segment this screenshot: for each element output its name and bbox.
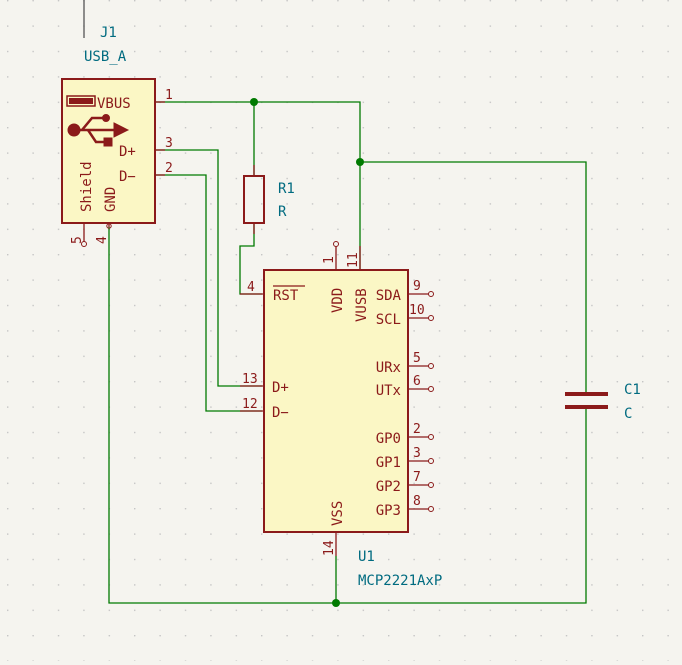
u1-pin-urx-name: URx	[376, 360, 401, 376]
j1-pin-dminus-name: D−	[119, 169, 136, 185]
junction-gnd	[332, 599, 340, 607]
u1-pin-dplus-num: 13	[242, 372, 258, 387]
j1-pin-shield-name: Shield	[79, 161, 95, 212]
j1-value: USB_A	[84, 49, 127, 65]
u1-pin-vusb-num: 11	[346, 252, 361, 268]
j1-pin-vbus-name: VBUS	[97, 96, 131, 112]
u1-body	[263, 269, 409, 533]
u1-pin-scl-num: 10	[409, 303, 425, 318]
wire-dminus[interactable]	[155, 174, 262, 412]
r1-body	[243, 175, 265, 224]
j1-pin-vbus-num: 1	[165, 88, 173, 103]
u1-pin-utx-name: UTx	[376, 383, 401, 399]
j1-pin-shield-num: 5	[70, 236, 85, 244]
j1-pin-gnd-name: GND	[103, 187, 119, 212]
u1-pin-rst-name: RST	[273, 288, 299, 304]
j1-pin-gnd-num: 4	[95, 236, 110, 244]
u1-pin-gp0-name: GP0	[376, 431, 401, 447]
u1-pin-urx-num: 5	[413, 351, 421, 366]
r1-reference: R1	[278, 181, 295, 197]
u1-value: MCP2221AxP	[358, 573, 442, 589]
u1-pin-vusb-name: VUSB	[354, 288, 370, 322]
u1-pin-gp0-num: 2	[413, 422, 421, 437]
u1-pin-scl-name: SCL	[376, 312, 401, 328]
j1-pin-dminus-num: 2	[165, 161, 173, 176]
u1-right-pin-stubs	[408, 291, 434, 512]
c1-value: C	[624, 406, 632, 422]
u1-pin-vdd-name: VDD	[330, 288, 346, 313]
junction-vusb	[356, 158, 364, 166]
wire-vbus[interactable]	[155, 101, 361, 270]
wire-vusb-to-c1[interactable]	[360, 161, 587, 392]
j1-reference: J1	[100, 25, 117, 41]
j1-pin-dplus-num: 3	[165, 136, 173, 151]
u1-pin-gp2-name: GP2	[376, 479, 401, 495]
resistor-r1[interactable]: R1 R	[243, 165, 295, 234]
u1-pin-gp3-name: GP3	[376, 503, 401, 519]
u1-pin-rst-num: 4	[247, 280, 255, 295]
u1-pin-vdd-num: 1	[322, 256, 337, 264]
u1-pin-gp3-num: 8	[413, 494, 421, 509]
u1-pin-sda-num: 9	[413, 279, 421, 294]
u1-pin-sda-name: SDA	[376, 288, 402, 304]
c1-reference: C1	[624, 382, 641, 398]
u1-pin-gp2-num: 7	[413, 470, 421, 485]
ic-u1[interactable]: RST 4 D+ 13 D− 12 VDD 1 VUSB 11 VSS 14 S…	[240, 241, 442, 590]
u1-pin-gp1-name: GP1	[376, 455, 401, 471]
junction-vbus	[250, 98, 258, 106]
u1-pin-utx-num: 6	[413, 374, 421, 389]
usb-socket-icon	[66, 95, 96, 107]
wires	[83, 0, 587, 604]
r1-value: R	[278, 204, 287, 220]
u1-pin-dminus-name: D−	[272, 405, 289, 421]
j1-pin-dplus-name: D+	[119, 144, 136, 160]
u1-pin-dminus-num: 12	[242, 397, 258, 412]
u1-pin-gp1-num: 3	[413, 446, 421, 461]
wire-gnd[interactable]	[108, 227, 587, 604]
connector-j1[interactable]: VBUS 1 D+ 3 D− 2 Shield 5 GND 4 J1 USB_A	[61, 25, 173, 247]
capacitor-c1[interactable]: C1 C	[565, 382, 641, 422]
u1-pin-dplus-name: D+	[272, 380, 289, 396]
u1-reference: U1	[358, 549, 375, 565]
u1-pin-vss-name: VSS	[330, 501, 346, 526]
usb-symbol-icon	[67, 114, 130, 147]
u1-pin-vss-num: 14	[322, 540, 337, 556]
